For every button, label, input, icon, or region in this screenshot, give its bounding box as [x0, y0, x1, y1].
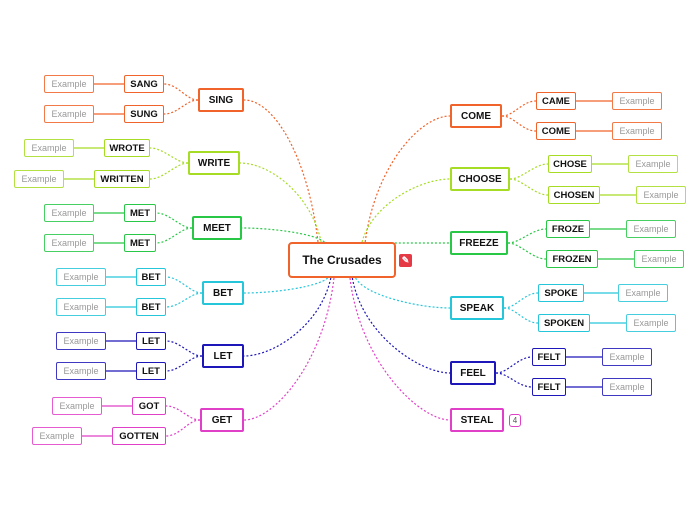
choose-past-line [509, 178, 549, 196]
root-to-meet-line [241, 227, 325, 243]
branch-meet[interactable]: MEET [192, 216, 242, 240]
speak-example-2[interactable]: Example [626, 314, 676, 332]
get-past-line [165, 419, 201, 437]
feel-past-line [495, 372, 533, 388]
let-past-form-2[interactable]: LET [136, 362, 166, 380]
branch-speak[interactable]: SPEAK [450, 296, 504, 320]
speak-example-1[interactable]: Example [618, 284, 668, 302]
bet-past-form-1[interactable]: BET [136, 268, 166, 286]
speak-past-line [503, 307, 539, 324]
branch-come[interactable]: COME [450, 104, 502, 128]
get-past-form-1[interactable]: GOT [132, 397, 166, 415]
bet-example-1[interactable]: Example [56, 268, 106, 286]
sing-past-line [163, 83, 199, 101]
feel-past-form-2[interactable]: FELT [532, 378, 566, 396]
root-to-steal-line [349, 277, 451, 421]
root-to-let-line [243, 277, 332, 357]
choose-past-form-1[interactable]: CHOSE [548, 155, 592, 173]
bet-past-form-2[interactable]: BET [136, 298, 166, 316]
feel-past-form-1[interactable]: FELT [532, 348, 566, 366]
root-to-feel-line [351, 277, 451, 374]
root-to-speak-line [355, 277, 451, 309]
branch-steal[interactable]: STEAL [450, 408, 504, 432]
sing-past-form-1[interactable]: SANG [124, 75, 164, 93]
feel-example-2[interactable]: Example [602, 378, 652, 396]
freeze-past-line [507, 228, 547, 244]
choose-example-2[interactable]: Example [636, 186, 686, 204]
collapsed-count-badge[interactable]: 4 [509, 414, 521, 427]
get-example-2[interactable]: Example [32, 427, 82, 445]
get-past-form-2[interactable]: GOTTEN [112, 427, 166, 445]
freeze-past-line [507, 242, 547, 260]
feel-example-1[interactable]: Example [602, 348, 652, 366]
meet-past-line [155, 227, 193, 244]
freeze-example-1[interactable]: Example [626, 220, 676, 238]
mindmap-icon: ✎ [399, 254, 412, 267]
root-to-get-line [243, 277, 335, 421]
choose-past-form-2[interactable]: CHOSEN [548, 186, 600, 204]
bet-past-line [165, 276, 203, 294]
root-topic[interactable]: The Crusades [288, 242, 396, 278]
feel-past-line [495, 356, 533, 374]
come-past-form-1[interactable]: CAME [536, 92, 576, 110]
root-to-bet-line [243, 277, 329, 294]
freeze-past-form-1[interactable]: FROZE [546, 220, 590, 238]
come-example-2[interactable]: Example [612, 122, 662, 140]
write-past-line [149, 162, 189, 180]
freeze-example-2[interactable]: Example [634, 250, 684, 268]
root-to-come-line [364, 115, 451, 243]
let-past-line [165, 340, 203, 357]
bet-example-2[interactable]: Example [56, 298, 106, 316]
write-example-2[interactable]: Example [14, 170, 64, 188]
root-to-choose-line [361, 178, 451, 243]
write-past-form-1[interactable]: WROTE [104, 139, 150, 157]
sing-example-1[interactable]: Example [44, 75, 94, 93]
meet-past-form-2[interactable]: MET [124, 234, 156, 252]
let-past-form-1[interactable]: LET [136, 332, 166, 350]
speak-past-form-1[interactable]: SPOKE [538, 284, 584, 302]
branch-bet[interactable]: BET [202, 281, 244, 305]
let-example-1[interactable]: Example [56, 332, 106, 350]
speak-past-line [503, 292, 539, 309]
sing-past-line [163, 99, 199, 115]
sing-past-form-2[interactable]: SUNG [124, 105, 164, 123]
write-past-line [149, 147, 189, 164]
speak-past-form-2[interactable]: SPOKEN [538, 314, 590, 332]
let-example-2[interactable]: Example [56, 362, 106, 380]
write-example-1[interactable]: Example [24, 139, 74, 157]
get-example-1[interactable]: Example [52, 397, 102, 415]
choose-past-line [509, 163, 549, 180]
meet-past-line [155, 212, 193, 229]
bet-past-line [165, 292, 203, 308]
branch-freeze[interactable]: FREEZE [450, 231, 508, 255]
choose-example-1[interactable]: Example [628, 155, 678, 173]
branch-let[interactable]: LET [202, 344, 244, 368]
branch-write[interactable]: WRITE [188, 151, 240, 175]
come-past-form-2[interactable]: COME [536, 122, 576, 140]
let-past-line [165, 355, 203, 372]
freeze-past-form-2[interactable]: FROZEN [546, 250, 598, 268]
branch-sing[interactable]: SING [198, 88, 244, 112]
come-past-line [501, 100, 537, 117]
come-example-1[interactable]: Example [612, 92, 662, 110]
come-past-line [501, 115, 537, 132]
root-to-sing-line [243, 99, 319, 243]
meet-example-2[interactable]: Example [44, 234, 94, 252]
branch-get[interactable]: GET [200, 408, 244, 432]
get-past-line [165, 405, 201, 421]
meet-example-1[interactable]: Example [44, 204, 94, 222]
meet-past-form-1[interactable]: MET [124, 204, 156, 222]
branch-choose[interactable]: CHOOSE [450, 167, 510, 191]
sing-example-2[interactable]: Example [44, 105, 94, 123]
branch-feel[interactable]: FEEL [450, 361, 496, 385]
write-past-form-2[interactable]: WRITTEN [94, 170, 150, 188]
